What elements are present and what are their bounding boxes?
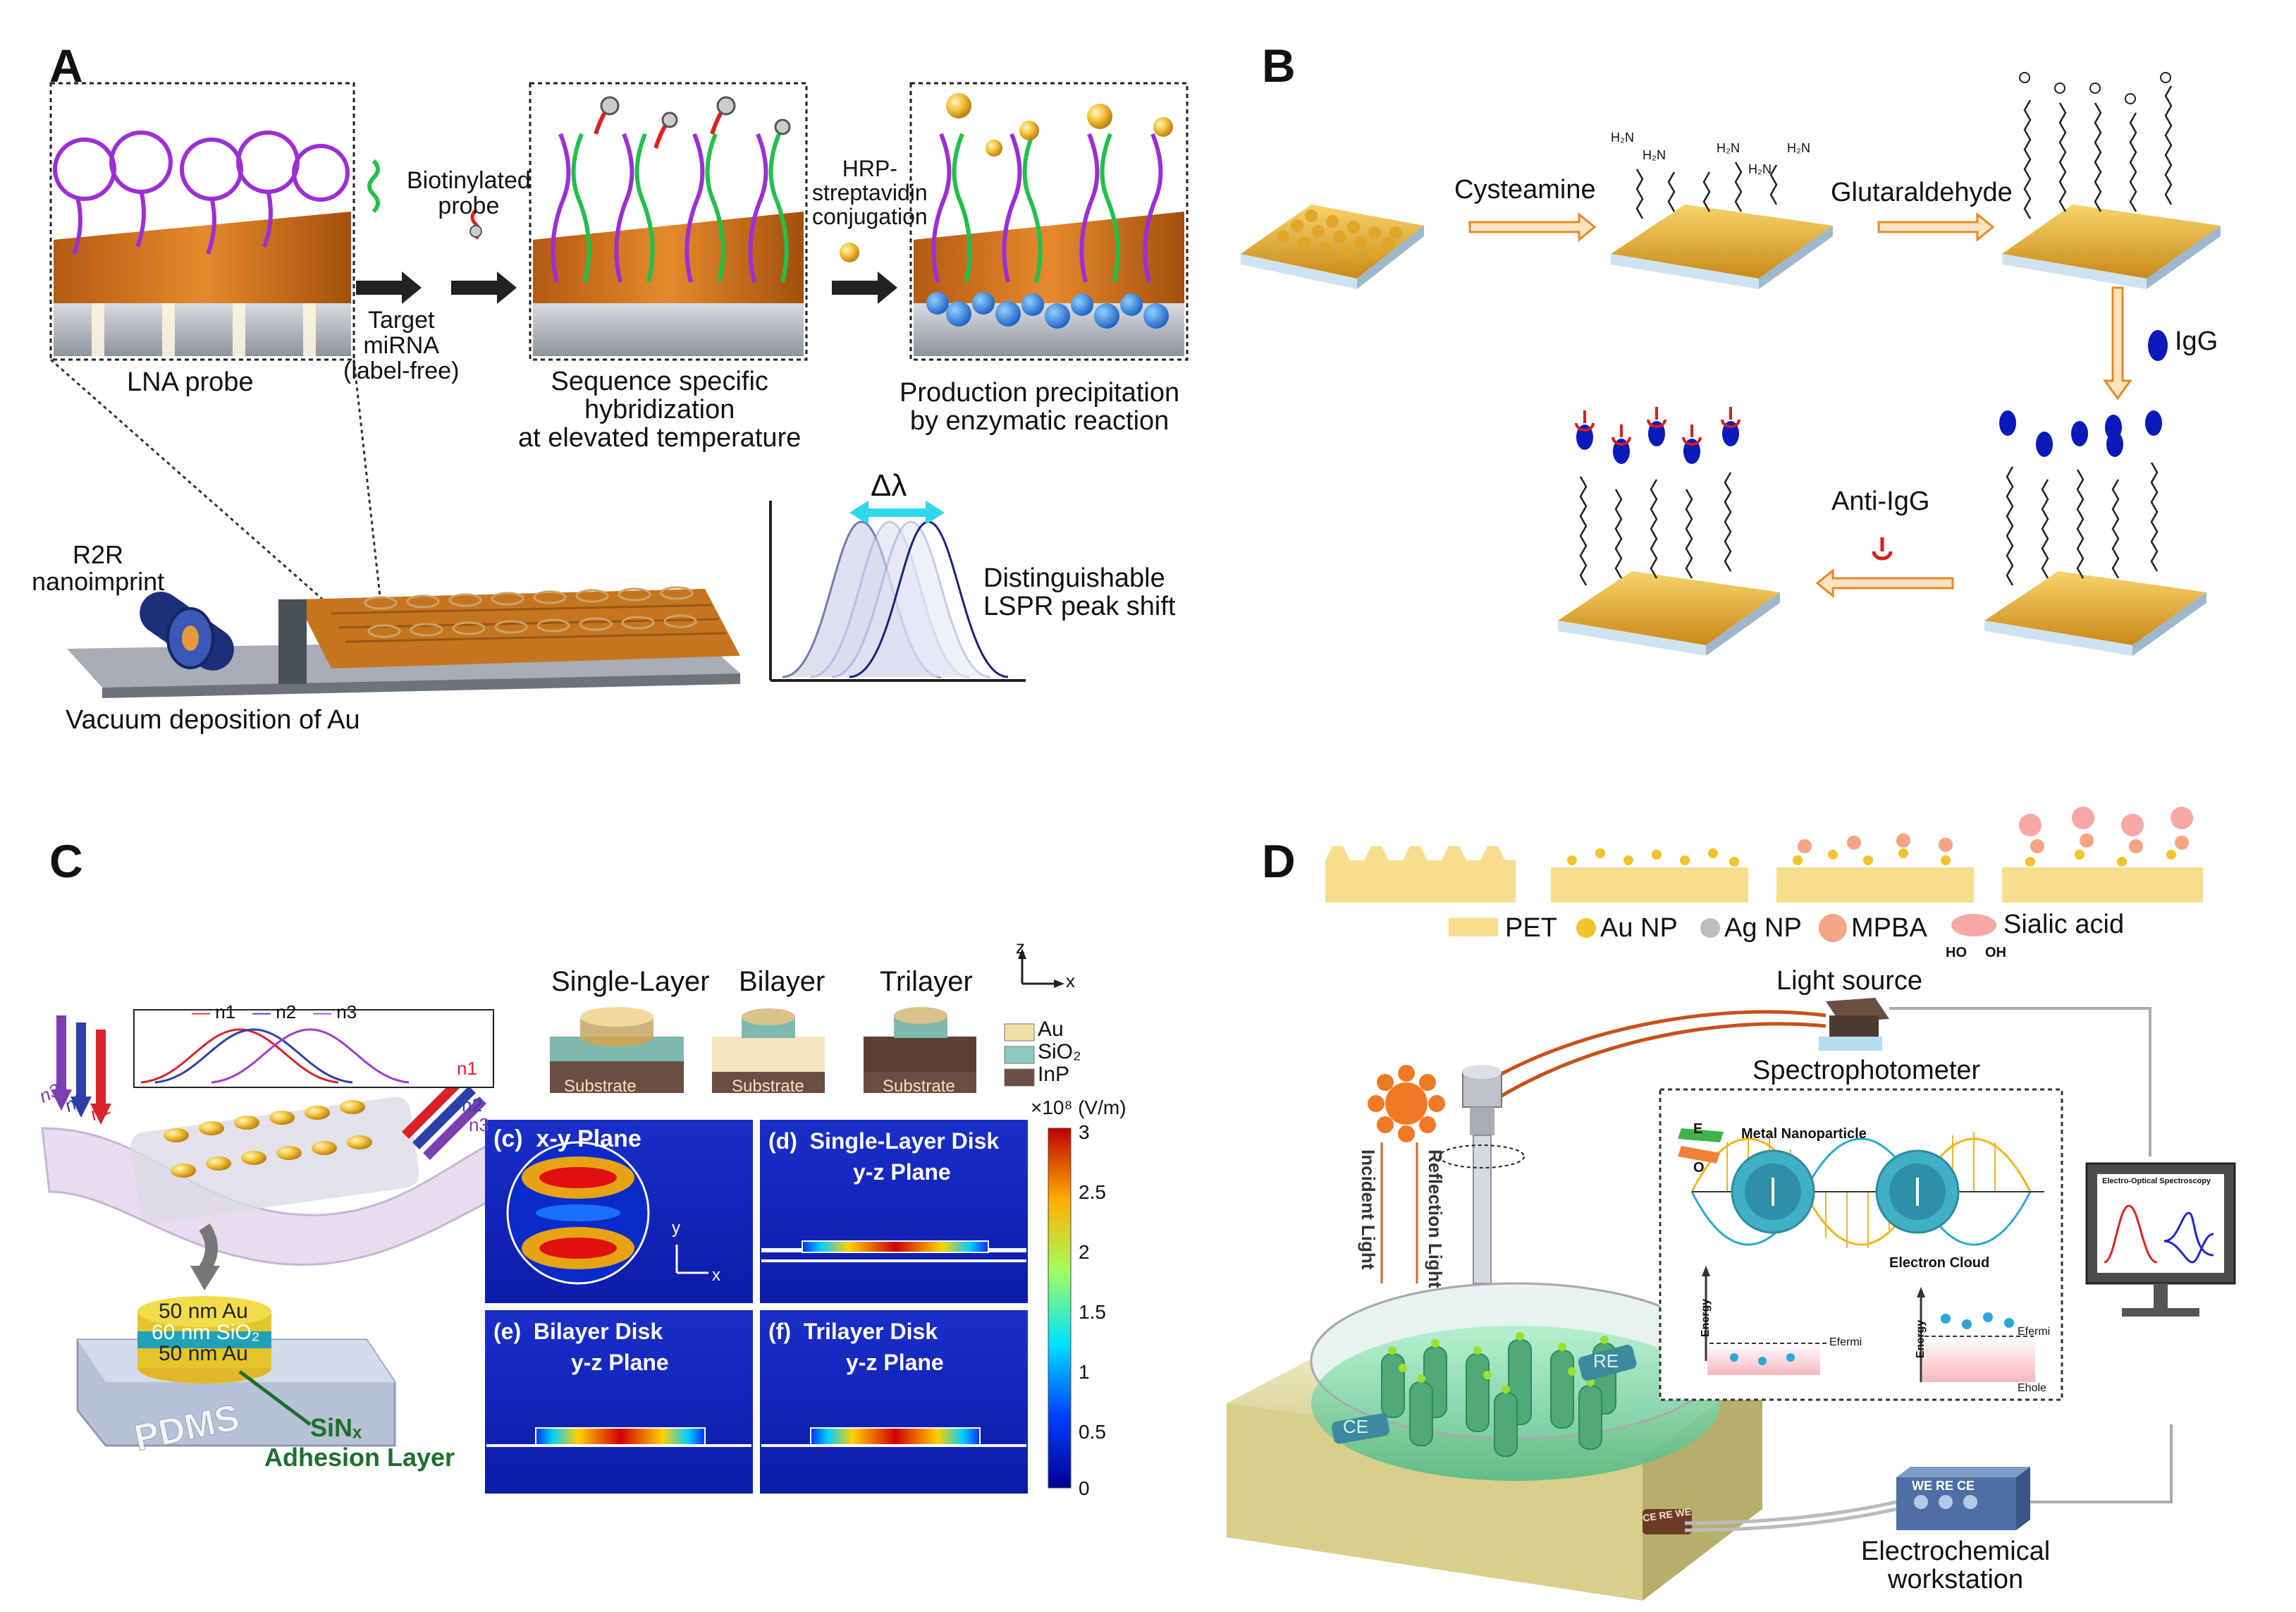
e-field-label: E — [1693, 1121, 1703, 1137]
legend-pet: PET — [1505, 913, 1557, 943]
layer-sio2: 60 nm SiO₂ — [152, 1321, 260, 1344]
out-n1: n1 — [457, 1058, 477, 1079]
legend-n1: — n1 — [192, 1001, 236, 1022]
workstation-ports-label: WE RE CE — [1912, 1479, 1975, 1493]
trilayer-title: Trilayer — [880, 966, 973, 997]
legend-n2: — n2 — [252, 1001, 297, 1022]
h2n-group-label: H₂N — [1611, 130, 1634, 145]
out-n3: n3 — [469, 1114, 489, 1135]
h2n-group-label: H₂N — [1748, 162, 1772, 176]
out-n2: n2 — [462, 1094, 482, 1116]
single-layer-title: Single-Layer — [551, 966, 710, 997]
legend-au-np: Au NP — [1600, 913, 1678, 943]
monitor-title: Electro-Optical Spectroscopy — [2102, 1177, 2211, 1185]
layer-au-top: 50 nm Au — [159, 1300, 248, 1323]
legend-sialic-acid: Sialic acid — [2003, 910, 2125, 939]
colorbar-tick: 0.5 — [1079, 1421, 1106, 1443]
sialic-ho: HO — [1946, 945, 1967, 960]
map-axis-x: x — [712, 1266, 720, 1285]
sinx-label: SiNₓ — [310, 1413, 362, 1442]
spectrophotometer-label: Spectrophotometer — [1752, 1056, 1981, 1085]
map-c-label: (c) x-y Plane — [493, 1125, 641, 1152]
electron-cloud-label: Electron Cloud — [1889, 1255, 1990, 1271]
substrate-label: Substrate — [732, 1077, 804, 1096]
panel-label-d: D — [1262, 835, 1296, 887]
energy-axis-label: Energy — [1915, 1319, 1927, 1359]
incident-light-label: Incident Light — [1358, 1149, 1379, 1270]
efermi-label: Efermi — [2018, 1326, 2051, 1338]
h2n-group-label: H₂N — [1787, 141, 1810, 155]
cysteamine-label: Cysteamine — [1454, 175, 1596, 204]
panel-a-art — [49, 82, 1189, 698]
panel-label-a: A — [49, 39, 83, 92]
substrate-label: Substrate — [883, 1077, 955, 1096]
ehole-label: Ehole — [2018, 1382, 2046, 1394]
panel-d-art — [1227, 807, 2236, 1601]
light-source-label: Light source — [1776, 966, 1923, 996]
axis-z-label: z — [1016, 936, 1025, 958]
material-inp: InP — [1038, 1063, 1070, 1086]
colorbar-tick: 2.5 — [1079, 1181, 1106, 1203]
h2n-group-label: H₂N — [1717, 141, 1740, 155]
anti-igg-label: Anti-IgG — [1831, 487, 1930, 516]
lna-probe-label: LNA probe — [127, 367, 254, 397]
colorbar-tick: 1.5 — [1079, 1301, 1106, 1323]
igg-label: IgG — [2175, 326, 2218, 356]
colorbar-tick: 1 — [1079, 1361, 1090, 1383]
glutaraldehyde-label: Glutaraldehyde — [1831, 178, 2013, 207]
colorbar-tick: 3 — [1079, 1121, 1090, 1143]
panel-c-art — [41, 948, 1072, 1494]
metal-nanoparticle-label: Metal Nanoparticle — [1741, 1126, 1867, 1142]
map-axis-y: y — [672, 1219, 680, 1238]
sialic-oh: OH — [1985, 945, 2006, 960]
material-au: Au — [1038, 1018, 1064, 1041]
panel-label-b: B — [1262, 39, 1296, 92]
legend-mpba: MPBA — [1851, 913, 1927, 943]
material-sio2: SiO₂ — [1038, 1040, 1081, 1063]
colorbar-tick: 2 — [1079, 1241, 1090, 1263]
h2n-group-label: H₂N — [1643, 148, 1666, 162]
bilayer-title: Bilayer — [739, 966, 825, 997]
panel-label-c: C — [49, 835, 83, 887]
colorbar-unit: ×10⁸ (V/m) — [1031, 1097, 1126, 1118]
layer-au-bottom: 50 nm Au — [159, 1342, 248, 1365]
substrate-label: Substrate — [564, 1077, 637, 1096]
o-label: O — [1693, 1160, 1705, 1176]
reflection-light-label: Reflection Light — [1425, 1149, 1446, 1288]
axis-x-label: x — [1066, 970, 1075, 991]
colorbar-tick: 0 — [1079, 1477, 1090, 1499]
legend-n3: — n3 — [313, 1001, 357, 1022]
adhesion-layer-label: Adhesion Layer — [264, 1443, 455, 1472]
panel-b-art — [1241, 72, 2221, 656]
delta-lambda-label: Δλ — [871, 468, 907, 503]
efermi-label: Efermi — [1829, 1336, 1862, 1348]
legend-ag-np: Ag NP — [1724, 913, 1802, 943]
re-electrode-label: RE — [1593, 1350, 1619, 1372]
energy-axis-label: Energy — [1700, 1298, 1712, 1338]
vacuum-deposition-label: Vacuum deposition of Au — [66, 705, 360, 735]
ce-electrode-label: CE — [1343, 1416, 1369, 1437]
